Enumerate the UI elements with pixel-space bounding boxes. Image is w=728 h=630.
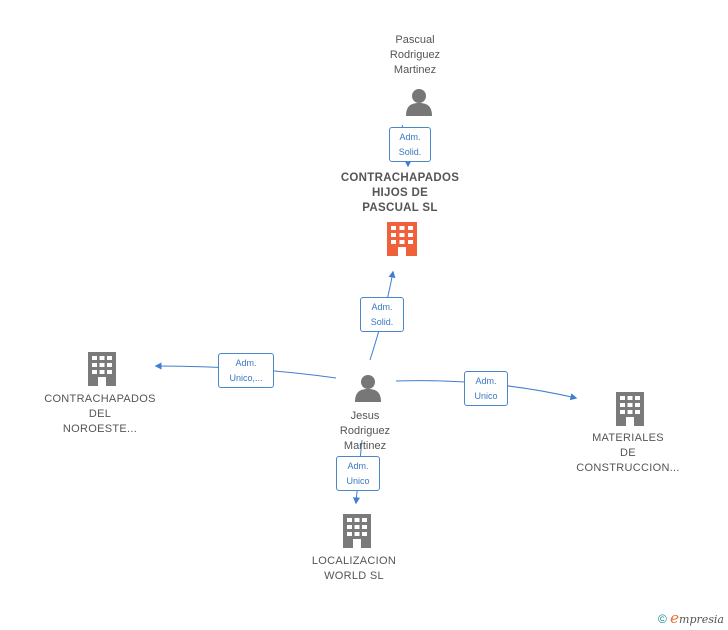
node-label-line: Rodriguez xyxy=(389,49,441,61)
node-label-line: DEL xyxy=(88,408,112,420)
edge-label-line: Solid. xyxy=(398,147,422,157)
edge-label-line: Adm. xyxy=(371,302,393,312)
edge-label-line: Solid. xyxy=(370,317,394,327)
edge-label-jesus-noroeste[interactable]: Adm. Unico,... xyxy=(218,353,274,388)
copyright-icon: © xyxy=(657,612,667,626)
node-label-line: LOCALIZACION xyxy=(311,555,397,567)
node-label-line: Martinez xyxy=(343,440,387,452)
node-label-pascual[interactable]: Pascual Rodriguez Martinez xyxy=(360,33,470,78)
node-label-line: PASCUAL SL xyxy=(362,202,438,214)
building-icon xyxy=(616,392,644,426)
node-label-line: Jesus xyxy=(350,410,380,422)
edge-label-line: Adm. xyxy=(347,461,369,471)
node-label-jesus[interactable]: Jesus Rodriguez Martinez xyxy=(310,409,420,454)
edge-label-jesus-hijos[interactable]: Adm. Solid. xyxy=(360,297,404,332)
brand-logo-text: mpresia xyxy=(679,613,724,626)
edge-label-jesus-materiales[interactable]: Adm. Unico xyxy=(464,371,508,406)
node-label-hijos[interactable]: CONTRACHAPADOS HIJOS DE PASCUAL SL xyxy=(320,171,480,216)
node-label-line: CONSTRUCCION... xyxy=(576,462,680,474)
edge-label-pascual-hijos[interactable]: Adm. Solid. xyxy=(389,127,431,162)
edge-label-line: Adm. xyxy=(235,358,257,368)
node-label-line: CONTRACHAPADOS xyxy=(44,393,156,405)
person-icon xyxy=(406,89,432,116)
node-label-line: Martinez xyxy=(393,64,437,76)
building-icon xyxy=(88,352,116,386)
building-icon xyxy=(387,222,417,256)
edge-label-jesus-localizacion[interactable]: Adm. Unico xyxy=(336,456,380,491)
node-label-line: Pascual xyxy=(395,34,435,46)
edge-label-line: Adm. xyxy=(399,132,421,142)
node-label-localizacion[interactable]: LOCALIZACION WORLD SL xyxy=(294,554,414,584)
brand-logo-e: e xyxy=(670,609,680,627)
node-label-noroeste[interactable]: CONTRACHAPADOS DEL NOROESTE... xyxy=(30,392,170,437)
node-label-line: DE xyxy=(620,447,636,459)
node-label-line: HIJOS DE xyxy=(371,187,429,199)
building-icon xyxy=(343,514,371,548)
edge-label-line: Unico xyxy=(346,476,370,486)
node-label-line: Rodriguez xyxy=(339,425,391,437)
node-label-line: WORLD SL xyxy=(324,570,384,582)
edge-label-line: Unico xyxy=(474,391,498,401)
edge-label-line: Unico,... xyxy=(229,373,263,383)
edge-label-line: Adm. xyxy=(475,376,497,386)
brand-footer: © empresia xyxy=(658,609,724,627)
node-label-line: CONTRACHAPADOS xyxy=(340,172,460,184)
node-label-line: MATERIALES xyxy=(592,432,664,444)
person-icon xyxy=(355,375,381,402)
node-label-line: NOROESTE... xyxy=(62,423,138,435)
node-label-materiales[interactable]: MATERIALES DE CONSTRUCCION... xyxy=(560,431,696,476)
